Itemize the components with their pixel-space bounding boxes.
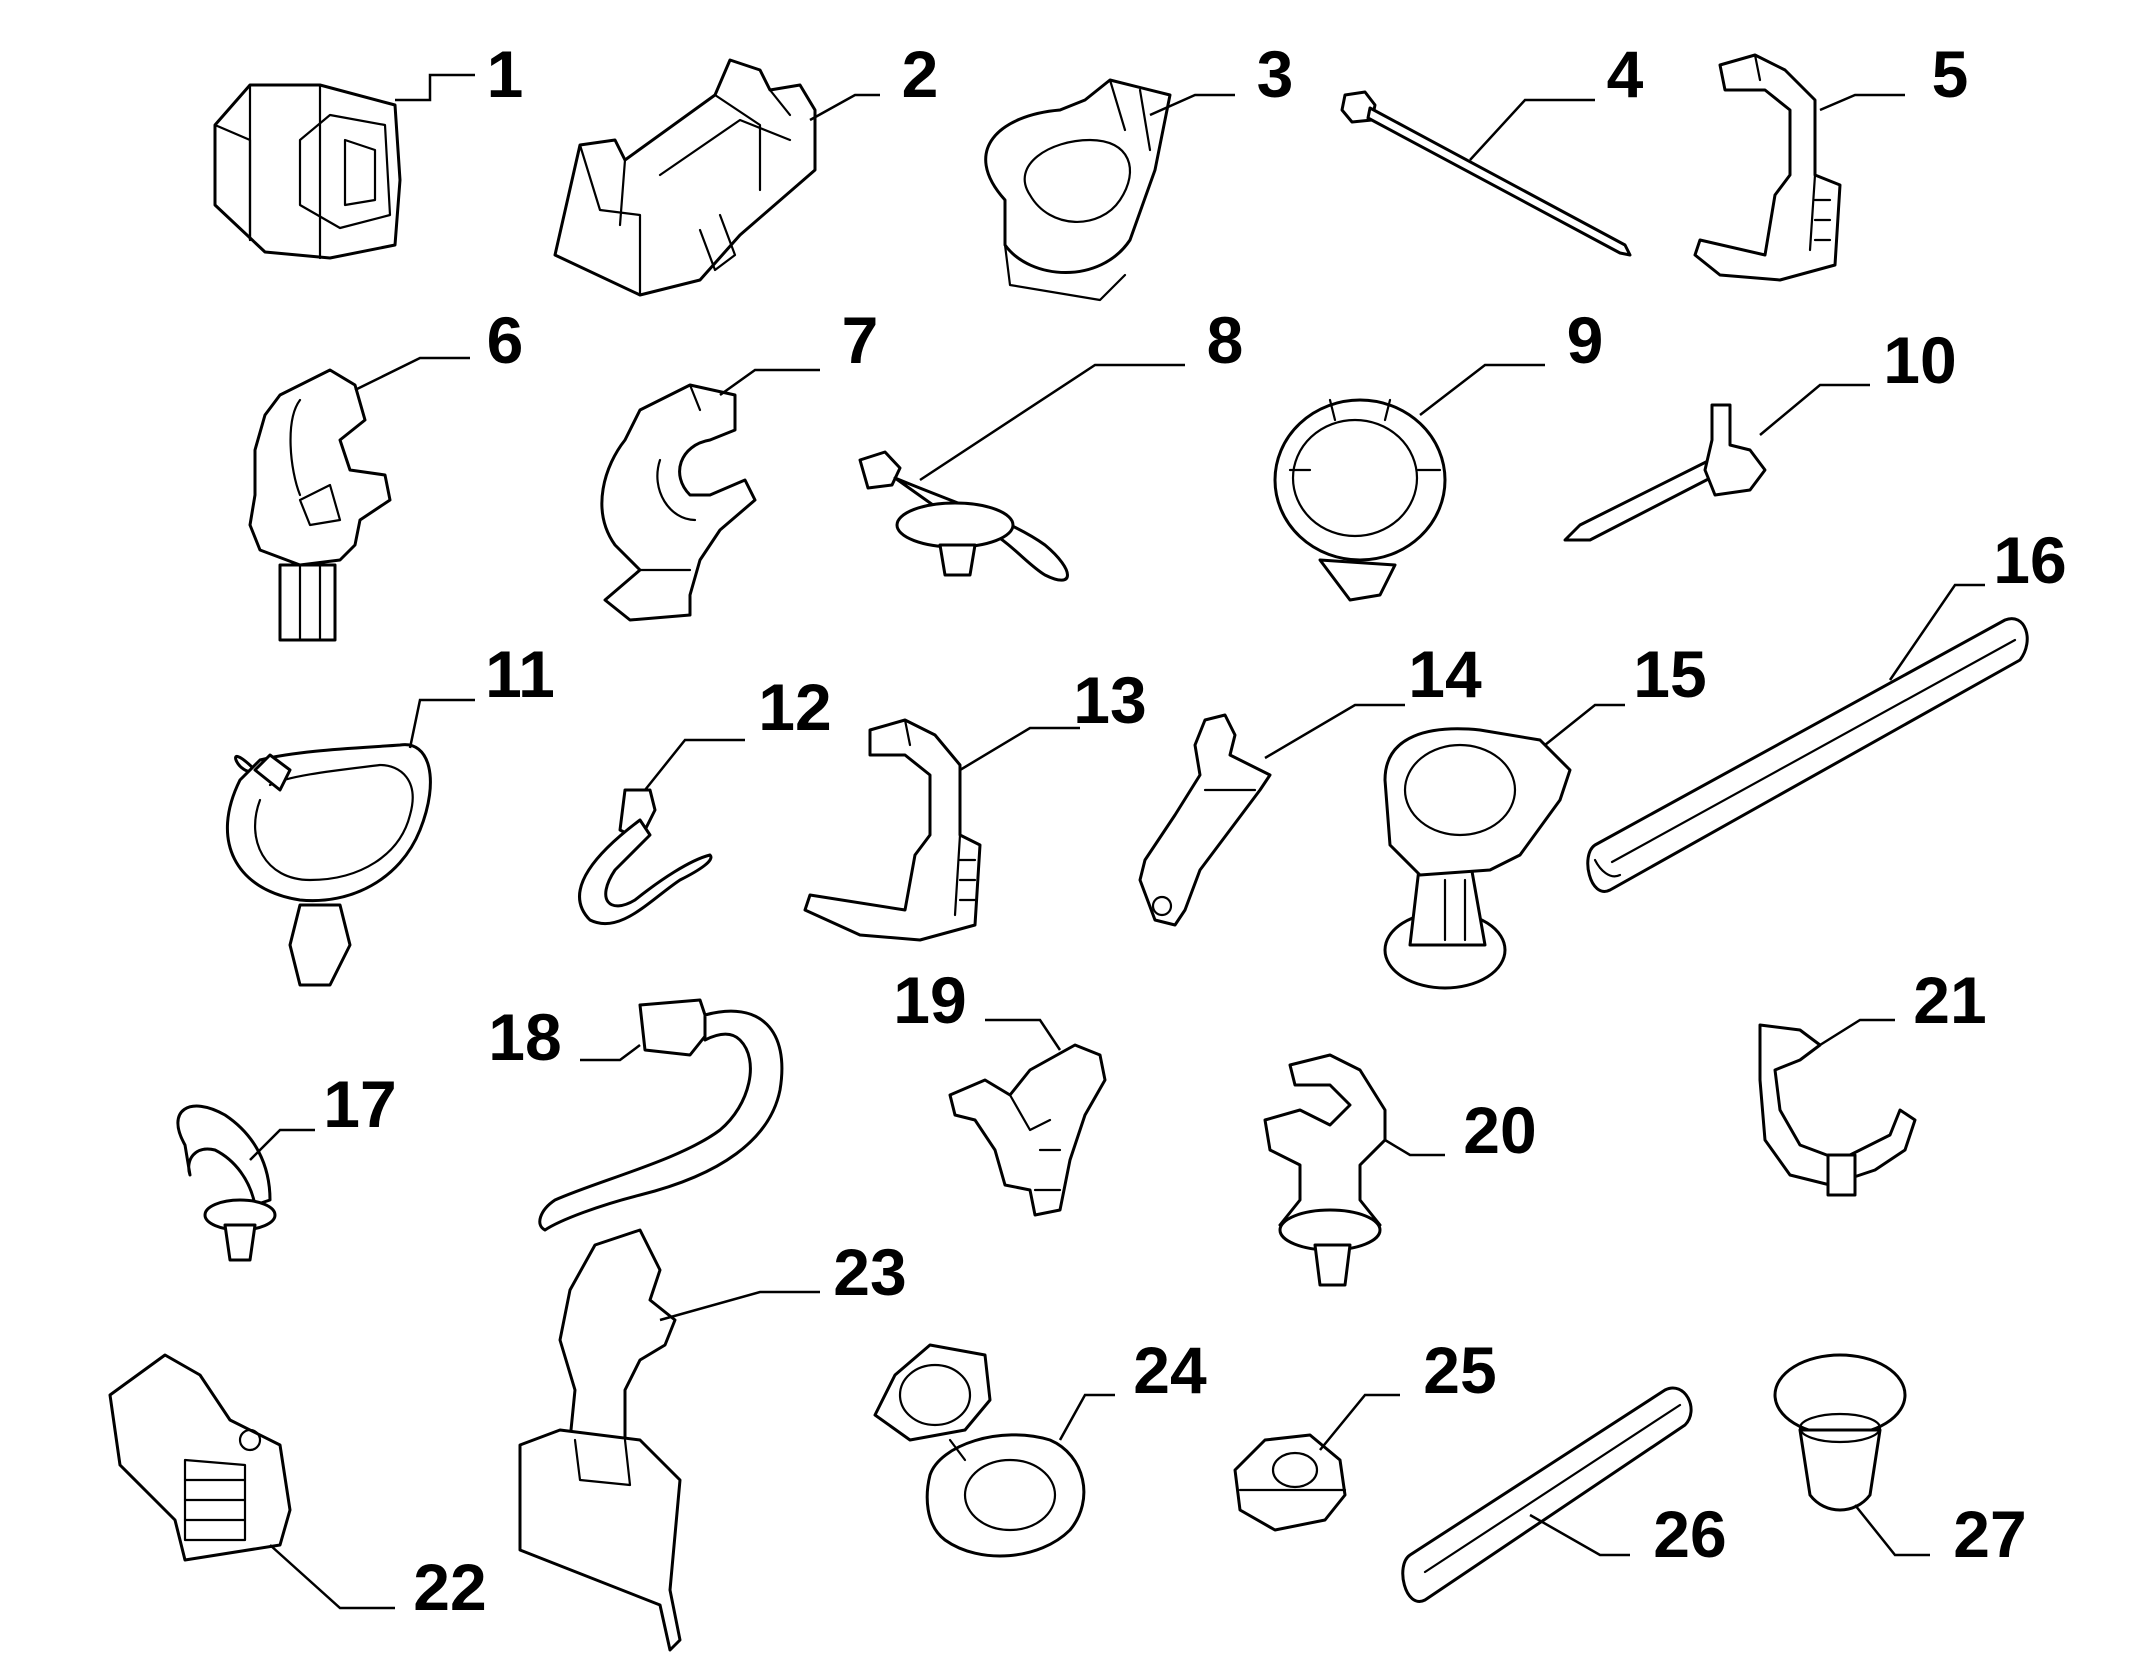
part-21	[1758, 1023, 1917, 1197]
part-24-label: 24	[1058, 1333, 1207, 1441]
label-12: 12	[758, 670, 831, 744]
part-11-label: 11	[408, 637, 555, 749]
part-3-label: 3	[1149, 37, 1294, 117]
part-14	[1138, 713, 1272, 927]
part-11	[225, 743, 432, 987]
label-19: 19	[893, 963, 966, 1037]
label-15: 15	[1633, 637, 1706, 711]
part-23-label: 23	[659, 1235, 907, 1322]
label-23: 23	[833, 1235, 906, 1309]
label-22: 22	[413, 1550, 486, 1624]
part-26-label: 26	[1529, 1497, 1727, 1571]
part-17	[176, 1104, 277, 1262]
label-2: 2	[902, 37, 939, 111]
part-5-label: 5	[1819, 37, 1969, 112]
part-12-label: 12	[644, 670, 832, 791]
label-6: 6	[487, 303, 524, 377]
label-25: 25	[1423, 1333, 1496, 1407]
part-9-label: 9	[1419, 303, 1604, 416]
part-7	[600, 383, 757, 622]
label-21: 21	[1913, 963, 1986, 1037]
part-22	[108, 1353, 292, 1562]
part-24	[873, 1343, 1086, 1558]
part-20-label: 20	[1384, 1093, 1537, 1167]
part-20	[1263, 1053, 1387, 1287]
label-4: 4	[1607, 37, 1644, 111]
part-15-label: 15	[1544, 637, 1707, 746]
label-20: 20	[1463, 1093, 1536, 1167]
part-4	[1340, 90, 1632, 257]
part-13-label: 13	[959, 663, 1147, 772]
part-7-label: 7	[719, 303, 879, 397]
part-27	[1773, 1353, 1907, 1512]
label-16: 16	[1993, 523, 2066, 597]
part-13	[803, 718, 982, 942]
label-5: 5	[1932, 37, 1969, 111]
label-27: 27	[1953, 1497, 2026, 1571]
label-11: 11	[485, 637, 555, 711]
part-10	[1563, 403, 1767, 542]
part-2-label: 2	[809, 37, 939, 122]
label-1: 1	[487, 37, 524, 111]
part-12	[578, 788, 713, 926]
part-22-label: 22	[269, 1544, 487, 1624]
part-1	[213, 83, 402, 260]
part-27-label: 27	[1854, 1497, 2027, 1571]
part-16-label: 16	[1888, 523, 2067, 681]
part-8	[858, 450, 1069, 582]
label-8: 8	[1207, 303, 1244, 377]
part-10-label: 10	[1759, 323, 1957, 436]
part-17-label: 17	[249, 1067, 397, 1161]
label-9: 9	[1567, 303, 1604, 377]
label-14: 14	[1408, 637, 1482, 711]
part-6-label: 6	[354, 303, 524, 392]
part-16	[1586, 617, 2029, 893]
part-25-label: 25	[1319, 1333, 1497, 1451]
part-4-label: 4	[1469, 37, 1644, 161]
label-26: 26	[1653, 1497, 1726, 1571]
part-18-label: 18	[488, 1000, 641, 1074]
part-1-label: 1	[395, 37, 523, 111]
part-3	[984, 78, 1172, 302]
part-9	[1273, 398, 1447, 602]
part-14-label: 14	[1264, 637, 1482, 760]
part-19-label: 19	[893, 963, 1062, 1051]
part-15	[1383, 727, 1572, 990]
part-5	[1693, 53, 1842, 282]
label-10: 10	[1883, 323, 1956, 397]
part-23	[518, 1228, 682, 1652]
part-18	[538, 998, 784, 1232]
label-7: 7	[842, 303, 879, 377]
part-25	[1233, 1433, 1347, 1532]
part-2	[553, 58, 817, 297]
part-8-label: 8	[919, 303, 1244, 482]
part-26	[1401, 1386, 1693, 1603]
label-13: 13	[1073, 663, 1146, 737]
label-3: 3	[1257, 37, 1294, 111]
part-6	[248, 368, 392, 642]
label-18: 18	[488, 1000, 561, 1074]
label-24: 24	[1133, 1333, 1207, 1407]
label-17: 17	[323, 1067, 396, 1141]
part-21-label: 21	[1819, 963, 1987, 1047]
part-19	[948, 1043, 1107, 1217]
